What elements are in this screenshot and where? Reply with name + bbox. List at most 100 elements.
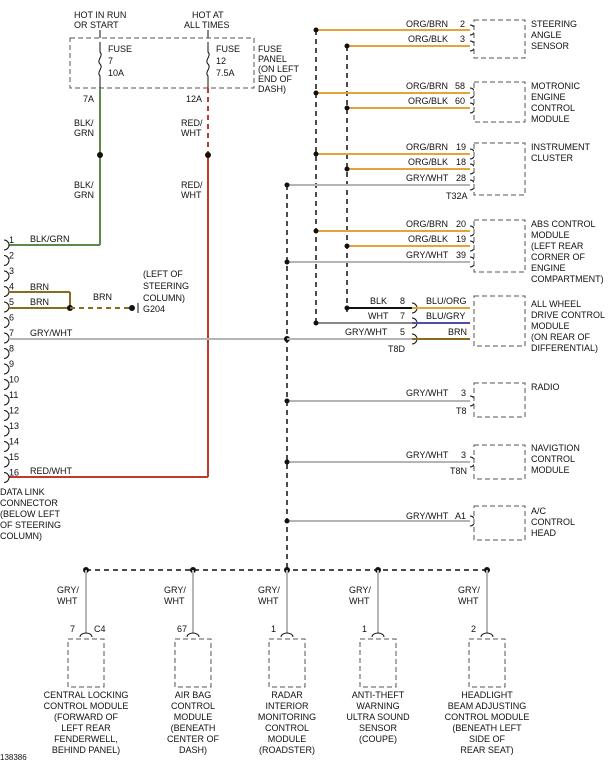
dlc-pin-socket: [3, 317, 10, 328]
svg-text:GRY/WHT: GRY/WHT: [345, 327, 388, 337]
bottom-module-name: MODULE: [268, 734, 307, 744]
svg-text:GRN: GRN: [74, 190, 94, 200]
dlc-pin-socket: [3, 270, 10, 282]
svg-text:CLUSTER: CLUSTER: [531, 153, 574, 163]
bottom-module-name: INTERIOR: [265, 701, 309, 711]
fuse-12-rating: 7.5A: [216, 68, 235, 78]
bottom-module-name: REAR SEAT): [460, 745, 513, 755]
svg-text:ENGINE: ENGINE: [531, 263, 566, 273]
hot-run-start-line1: HOT IN RUN: [74, 10, 126, 20]
svg-text:(ON REAR OF: (ON REAR OF: [531, 332, 591, 342]
fuse-12-output-label: 12A: [186, 94, 202, 104]
svg-text:GRY/WHT: GRY/WHT: [406, 388, 449, 398]
svg-text:ENGINE: ENGINE: [531, 92, 566, 102]
svg-text:39: 39: [456, 250, 466, 260]
bottom-module-pin: 67: [177, 624, 187, 634]
awd-connector: T8D: [388, 344, 406, 354]
awd-module: BLK 8 WHT 7 GRY/WHT 5 T8D BLU/ORG BLU/GR…: [287, 295, 605, 354]
fuse-7-output-label: 7A: [83, 94, 94, 104]
svg-text:7: 7: [400, 311, 405, 321]
svg-text:MODULE: MODULE: [531, 321, 570, 331]
bottom-module-name: AIR BAG: [175, 690, 212, 700]
bottom-module-name: WARNING: [356, 701, 399, 711]
svg-text:(LEFT REAR: (LEFT REAR: [531, 241, 584, 251]
svg-text:ORG/BLK: ORG/BLK: [408, 157, 448, 167]
bottom-module-name: CONTROL MODULE: [44, 701, 129, 711]
fuse-7-number: 7: [108, 56, 113, 66]
dlc-label: DATA LINK CONNECTOR (BELOW LEFT OF STEER…: [0, 487, 61, 541]
svg-text:STEERING: STEERING: [531, 19, 577, 29]
bottom-module-name: BEHIND PANEL): [52, 745, 120, 755]
svg-text:COMPARTMENT): COMPARTMENT): [531, 274, 604, 284]
svg-text:GRY/: GRY/: [57, 585, 79, 595]
dlc-pin-number: 9: [9, 359, 14, 369]
ac-module-box: [473, 505, 526, 541]
awd-module-box: [473, 295, 526, 347]
svg-text:CORNER OF: CORNER OF: [531, 252, 586, 262]
red-wht-splice: [205, 152, 211, 158]
svg-text:WHT: WHT: [349, 596, 370, 606]
navigation-module: GRY/WHT 3 T8N NAVIGTION CONTROL MODULE: [284, 443, 580, 480]
svg-text:HEAD: HEAD: [531, 528, 557, 538]
svg-text:INSTRUMENT: INSTRUMENT: [531, 142, 590, 152]
dlc-pin16-wire-label: RED/WHT: [30, 466, 72, 476]
svg-text:RED/: RED/: [181, 118, 203, 128]
svg-text:DATA LINK: DATA LINK: [0, 487, 45, 497]
blk-grn-splice: [97, 152, 103, 158]
bottom-module-name: (FORWARD OF: [54, 712, 118, 722]
dlc-pin4-wire-label: BRN: [30, 282, 49, 292]
dlc-pin-socket: [3, 410, 10, 421]
brn-ground-label: BRN: [93, 292, 112, 302]
svg-text:DIFFERENTIAL): DIFFERENTIAL): [531, 343, 598, 353]
svg-text:RED/: RED/: [181, 180, 203, 190]
bottom-module-box: [67, 638, 105, 688]
dlc-pin1-wire-label: BLK/GRN: [30, 234, 70, 244]
svg-text:ORG/BLK: ORG/BLK: [408, 34, 448, 44]
dlc-pin-number: 8: [9, 344, 14, 354]
svg-text:STEERING: STEERING: [143, 281, 189, 291]
fuse-12-number: 12: [216, 56, 226, 66]
svg-text:SENSOR: SENSOR: [531, 41, 570, 51]
svg-text:CONNECTOR: CONNECTOR: [0, 498, 58, 508]
hot-run-start-line2: OR START: [74, 20, 119, 30]
svg-text:ORG/BLK: ORG/BLK: [408, 234, 448, 244]
svg-text:MODULE: MODULE: [531, 465, 570, 475]
svg-text:CONTROL: CONTROL: [531, 103, 575, 113]
dlc-pin-number: 7: [9, 328, 14, 338]
radio-module-box: [473, 382, 526, 418]
dlc-pin-socket: [3, 363, 10, 375]
hot-all-times-line1: HOT AT: [192, 10, 224, 20]
bottom-module-name: (BENEATH LEFT: [452, 723, 522, 733]
fuse-12-label: FUSE: [216, 44, 240, 54]
bottom-module-name: SENSOR: [359, 723, 398, 733]
dlc-pin-number: 13: [9, 421, 19, 431]
svg-text:ABS CONTROL: ABS CONTROL: [531, 219, 596, 229]
bottom-module-name: RADAR: [271, 690, 303, 700]
bottom-module-name: CONTROL: [265, 723, 309, 733]
svg-text:20: 20: [456, 219, 466, 229]
dlc-pin-number: 14: [9, 437, 19, 447]
bottom-module-pin: 2: [471, 624, 476, 634]
nav-module-box: [473, 444, 526, 480]
svg-text:28: 28: [456, 173, 466, 183]
svg-text:GRY/WHT: GRY/WHT: [406, 173, 449, 183]
dlc-pin-socket: [3, 441, 10, 452]
svg-text:BLK/: BLK/: [74, 180, 94, 190]
svg-text:DASH): DASH): [258, 84, 286, 94]
svg-text:OF STEERING: OF STEERING: [0, 520, 61, 530]
svg-text:WHT: WHT: [57, 596, 78, 606]
dlc-pin-number: 12: [9, 406, 19, 416]
dlc-pin-socket: [3, 394, 10, 406]
cluster-module-box: [473, 142, 526, 196]
svg-text:ORG/BRN: ORG/BRN: [406, 219, 448, 229]
bottom-module-name: (BENEATH: [171, 723, 216, 733]
motronic-module: ORG/BRN 58 ORG/BLK 60 MOTRONIC ENGINE CO…: [313, 81, 580, 124]
svg-text:(LEFT OF: (LEFT OF: [143, 269, 183, 279]
svg-text:T8N: T8N: [450, 466, 467, 476]
dlc-pin-socket: [3, 301, 10, 313]
